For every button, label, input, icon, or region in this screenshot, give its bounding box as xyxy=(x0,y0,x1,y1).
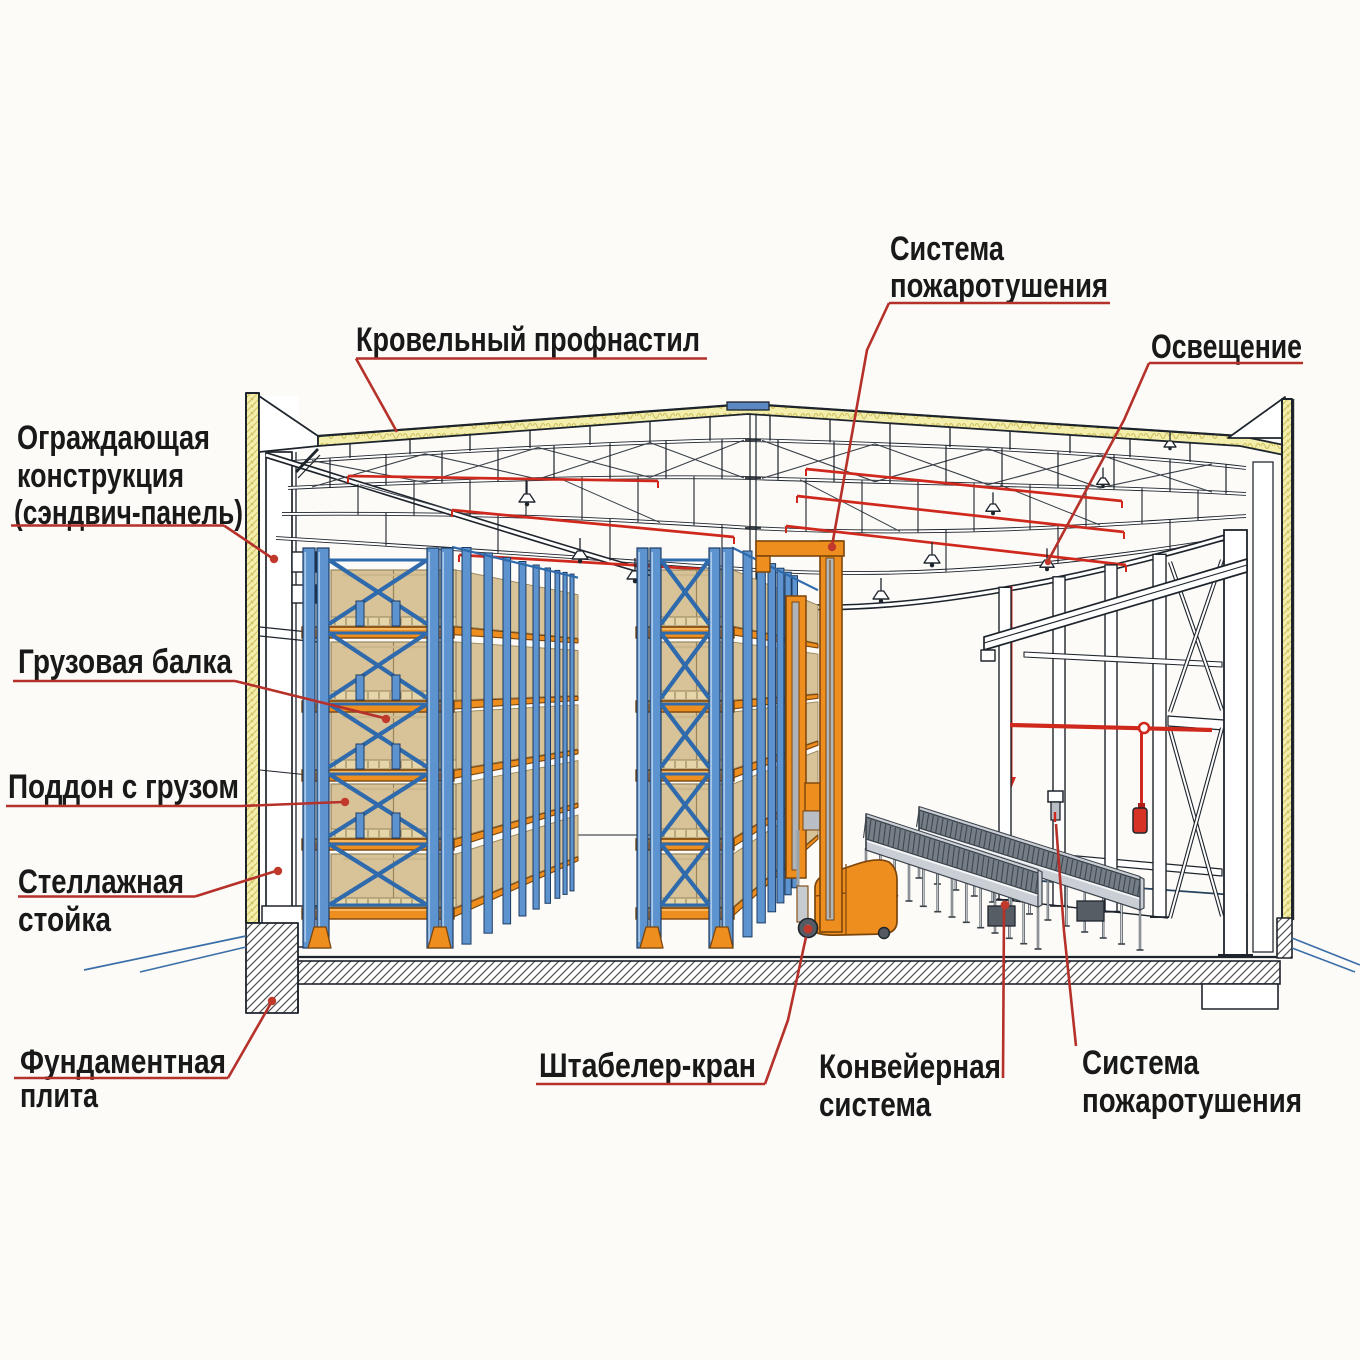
svg-text:Кровельный профнастил: Кровельный профнастил xyxy=(356,321,700,359)
svg-text:плита: плита xyxy=(20,1077,99,1115)
svg-text:пожаротушения: пожаротушения xyxy=(1082,1082,1302,1120)
svg-text:Поддон с грузом: Поддон с грузом xyxy=(8,768,239,806)
svg-text:Освещение: Освещение xyxy=(1151,328,1302,366)
svg-text:Система: Система xyxy=(890,230,1005,268)
svg-text:система: система xyxy=(819,1086,932,1124)
svg-text:Ограждающая: Ограждающая xyxy=(17,419,210,457)
svg-text:Штабелер-кран: Штабелер-кран xyxy=(539,1047,756,1085)
svg-text:пожаротушения: пожаротушения xyxy=(890,267,1108,305)
svg-text:стойка: стойка xyxy=(18,901,112,939)
svg-text:конструкция: конструкция xyxy=(17,457,184,495)
svg-text:Грузовая балка: Грузовая балка xyxy=(18,643,233,681)
svg-text:Стеллажная: Стеллажная xyxy=(18,863,184,901)
svg-text:Система: Система xyxy=(1082,1044,1200,1082)
svg-text:Конвейерная: Конвейерная xyxy=(819,1048,1001,1086)
svg-text:Фундаментная: Фундаментная xyxy=(20,1043,226,1081)
